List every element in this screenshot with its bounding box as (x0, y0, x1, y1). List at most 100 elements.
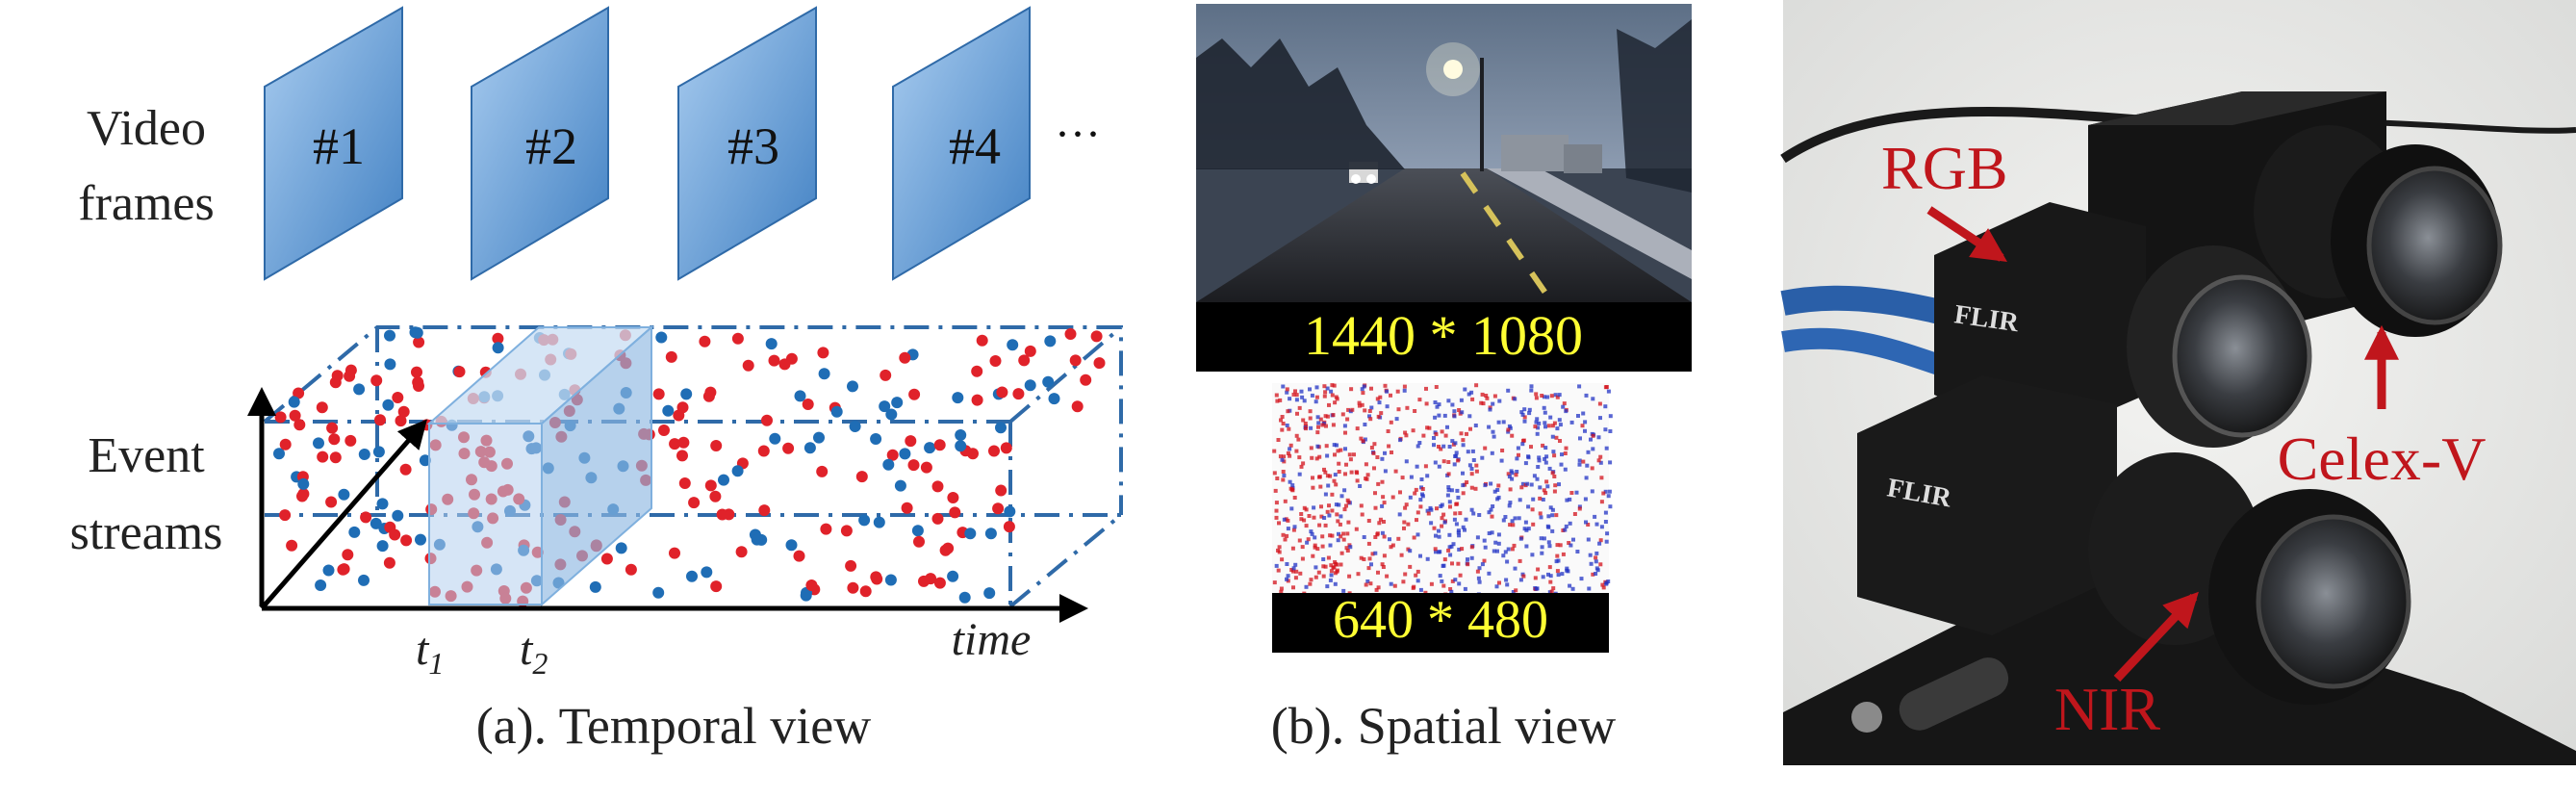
event-pixel (1461, 438, 1466, 443)
event-dot (891, 397, 904, 409)
event-pixel (1574, 490, 1579, 495)
event-pixel (1326, 483, 1331, 488)
event-pixel (1380, 456, 1385, 461)
event-pixel (1490, 450, 1494, 455)
event-pixel (1603, 520, 1608, 524)
event-pixel (1339, 534, 1343, 539)
event-pixel (1416, 510, 1420, 515)
event-pixel (1437, 528, 1441, 533)
event-pixel (1457, 408, 1462, 412)
event-dot (699, 335, 711, 348)
event-pixel (1469, 485, 1474, 490)
event-dot (688, 497, 701, 509)
event-pixel (1552, 453, 1557, 458)
event-pixel (1329, 573, 1334, 578)
event-pixel (1576, 414, 1580, 418)
event-pixel (1535, 476, 1540, 481)
event-pixel (1325, 584, 1330, 589)
event-pixel (1606, 494, 1611, 499)
event-pixel (1346, 407, 1351, 412)
event-pixel (1424, 401, 1429, 406)
event-dot (701, 566, 713, 579)
event-pixel (1488, 407, 1492, 412)
event-pixel (1550, 528, 1555, 533)
event-pixel (1279, 589, 1284, 594)
event-pixel (1415, 464, 1419, 469)
event-pixel (1527, 407, 1532, 412)
event-pixel (1518, 578, 1523, 582)
event-pixel (1316, 421, 1321, 425)
event-pixel (1327, 402, 1331, 407)
event-pixel (1314, 565, 1318, 570)
event-pixel (1540, 551, 1544, 555)
event-pixel (1388, 537, 1391, 542)
event-dot (709, 490, 722, 502)
event-pixel (1288, 479, 1292, 484)
event-pixel (1433, 460, 1438, 465)
event-pixel (1331, 413, 1336, 418)
event-pixel (1527, 411, 1532, 416)
event-pixel (1449, 488, 1454, 493)
event-pixel (1456, 561, 1461, 566)
event-pixel (1534, 586, 1539, 591)
event-dot (353, 383, 366, 396)
event-pixel (1585, 463, 1590, 468)
event-pixel (1429, 521, 1434, 526)
event-pixel (1603, 510, 1608, 515)
event-pixel (1325, 509, 1330, 514)
event-pixel (1503, 550, 1508, 554)
event-pixel (1324, 424, 1328, 428)
event-pixel (1299, 389, 1304, 394)
event-pixel (1380, 562, 1385, 567)
event-pixel (1518, 498, 1522, 502)
event-pixel (1481, 401, 1486, 406)
event-pixel (1360, 512, 1365, 517)
event-pixel (1286, 409, 1290, 414)
event-pixel (1304, 584, 1309, 589)
event-pixel (1491, 401, 1495, 406)
event-pixel (1581, 411, 1586, 416)
event-dot (329, 451, 342, 464)
event-pixel (1575, 550, 1580, 553)
event-pixel (1487, 510, 1492, 515)
event-dot (794, 390, 806, 402)
event-pixel (1453, 578, 1458, 582)
event-pixel (1322, 394, 1327, 399)
event-pixel (1599, 525, 1604, 529)
event-pixel (1601, 585, 1606, 590)
event-pixel (1529, 384, 1534, 389)
event-pixel (1297, 405, 1302, 410)
event-dot (400, 534, 413, 547)
event-dot (492, 342, 504, 354)
nir-label: NIR (2054, 675, 2161, 743)
event-pixel (1564, 446, 1569, 450)
event-pixel (1337, 461, 1341, 466)
event-pixel (1456, 458, 1461, 463)
event-pixel (1561, 404, 1566, 409)
event-pixel (1394, 417, 1399, 422)
event-pixel (1283, 499, 1288, 503)
event-pixel (1314, 456, 1319, 461)
event-pixel (1458, 573, 1463, 578)
event-pixel (1414, 487, 1418, 492)
event-pixel (1291, 585, 1295, 590)
event-pixel (1308, 416, 1313, 421)
event-pixel (1411, 428, 1416, 433)
event-pixel (1590, 489, 1594, 494)
event-pixel (1567, 541, 1571, 545)
event-dot (710, 440, 723, 451)
event-pixel (1560, 572, 1565, 577)
event-pixel (1594, 559, 1598, 564)
event-pixel (1377, 400, 1382, 405)
event-pixel (1476, 576, 1481, 580)
event-dot (655, 331, 668, 344)
event-pixel (1448, 553, 1453, 557)
event-dot (933, 577, 946, 589)
event-pixel (1453, 511, 1458, 516)
event-pixel (1323, 492, 1328, 497)
event-pixel (1517, 516, 1521, 521)
event-pixel (1457, 533, 1462, 538)
event-pixel (1577, 506, 1582, 511)
event-dot (882, 458, 895, 471)
event-pixel (1363, 423, 1367, 426)
